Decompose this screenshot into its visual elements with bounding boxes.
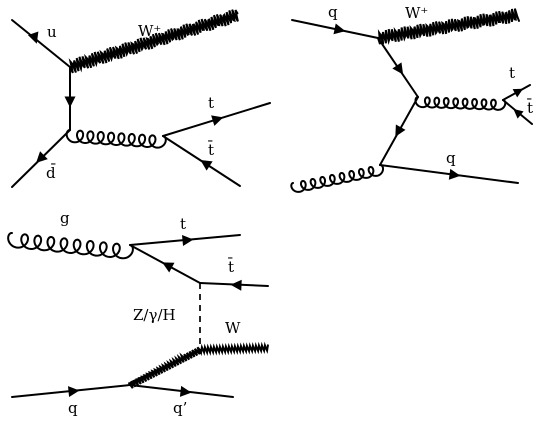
d1-label-u: u: [47, 23, 57, 41]
d1-antitop-arrow: [200, 160, 213, 171]
d1-u-quark-line: [11, 19, 71, 68]
d3-label-q-in: q: [68, 399, 78, 417]
d2-label-t: t: [509, 64, 515, 82]
d3-label-tbar: t̄: [228, 258, 234, 276]
d1-dbar-arrow: [36, 151, 48, 163]
d2-label-q-in: q: [328, 3, 338, 21]
d2-antitop-arrow: [513, 109, 524, 119]
d3-label-w: W: [225, 319, 241, 337]
d1-top-arrow: [211, 115, 224, 126]
d3-label-g: g: [60, 209, 70, 227]
d2-lower-prop-arrow: [395, 124, 406, 137]
d2-top-arrow: [512, 88, 524, 98]
diagram-2: q W⁺ t t̄ q: [290, 3, 533, 193]
d2-label-tbar: t̄: [527, 99, 533, 117]
diagram-3: g t t̄ Z/γ/H W q q’: [7, 209, 269, 417]
d1-label-w: W⁺: [138, 22, 161, 40]
d1-label-tbar: t̄: [208, 141, 214, 159]
d3-gluon-in: [7, 232, 134, 260]
d2-q-out-line: [379, 164, 519, 184]
d2-w-boson-line: [377, 8, 520, 45]
d3-label-boson: Z/γ/H: [133, 306, 176, 324]
d1-gluon-line: [65, 129, 167, 149]
d3-label-t: t: [180, 215, 186, 233]
d2-q-out-arrow: [448, 168, 461, 180]
d2-gluon-to-tt: [414, 96, 507, 111]
d3-q-out-arrow: [179, 385, 192, 397]
d3-w-radiation-line: [128, 346, 201, 389]
d2-gluon-in: [290, 163, 385, 193]
d2-upper-prop-arrow: [392, 62, 404, 75]
d2-q-in-arrow: [333, 23, 346, 35]
d3-antitop-arrow: [230, 279, 242, 291]
d3-w-boson-line: [199, 341, 269, 357]
d1-label-t: t: [208, 94, 214, 112]
diagram-1: u W⁺ t t̄ d̄: [11, 9, 271, 188]
d2-label-q-out: q: [446, 149, 456, 167]
d2-label-w: W⁺: [405, 4, 428, 22]
d3-label-q-out: q’: [173, 399, 187, 417]
d3-internal-top-arrow: [162, 262, 175, 273]
d1-w-boson-line: [68, 9, 239, 74]
d1-label-dbar: d̄: [46, 164, 56, 182]
d3-q-in-arrow: [67, 386, 80, 398]
d1-t-channel-arrow: [64, 96, 76, 108]
d3-top-arrow: [182, 235, 194, 246]
d1-u-arrow: [27, 31, 39, 44]
